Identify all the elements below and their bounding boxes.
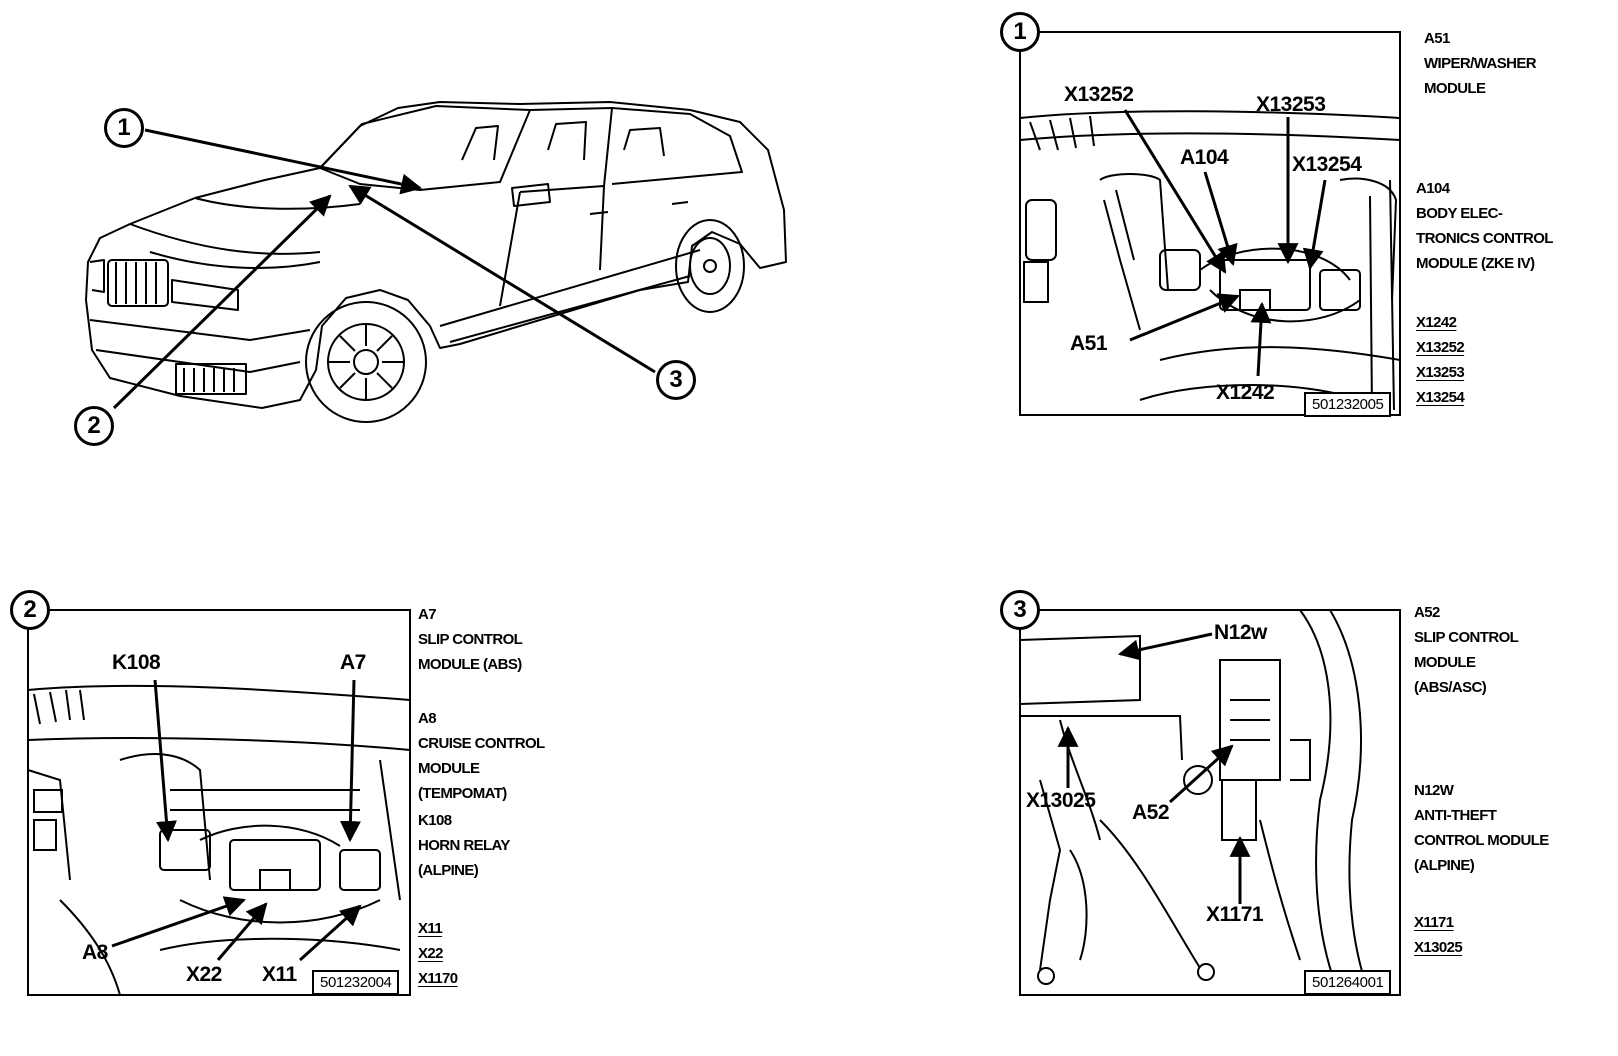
panel3-connector-list: X1171 X13025 [1414, 914, 1463, 956]
panel3-figure-id: 501264001 [1304, 970, 1392, 995]
panel1-callout-a104: A104 [1180, 146, 1229, 169]
panel2-connector-list: X11 X22 X1170 [418, 920, 458, 987]
panel1-figure-id: 501232005 [1304, 392, 1392, 417]
panel1-connector-list: X1242 X13252 X13253 X13254 [1416, 314, 1465, 406]
panel2-leader-lines [111, 679, 362, 962]
panel3-number: 3 [1000, 590, 1040, 630]
panel1-frame [1019, 31, 1401, 416]
overview-marker-3: 3 [656, 360, 696, 400]
panel3-callout-n12w: N12w [1214, 621, 1267, 644]
panel1-number: 1 [1000, 12, 1040, 52]
panel2-callout-x11: X11 [262, 963, 297, 986]
panel1-callout-x13253: X13253 [1256, 93, 1326, 116]
panel2-callout-x22: X22 [186, 963, 222, 986]
panel3-frame [1019, 609, 1401, 996]
panel1-legend-a51: A51 WIPER/WASHER MODULE [1424, 30, 1537, 97]
panel3-leader-lines [1057, 632, 1251, 904]
panel1-callout-a51: A51 [1070, 332, 1108, 355]
panel2-number: 2 [10, 590, 50, 630]
panel2-figure-id: 501232004 [312, 970, 400, 995]
overview-marker-2: 2 [74, 406, 114, 446]
panel3-legend-n12w: N12w ANTI-THEFT CONTROL MODULE (ALPINE) [1414, 782, 1549, 874]
panel3-callout-x1171: X1171 [1206, 903, 1264, 926]
overview-leader-lines [112, 128, 656, 410]
panel2-legend-a7: A7 SLIP CONTROL MODULE (ABS) [418, 606, 523, 673]
panel2-legend-k108: K108 HORN RELAY (ALPINE) [418, 812, 510, 879]
panel2-frame [27, 609, 411, 996]
panel3-callout-a52: A52 [1132, 801, 1170, 824]
panel2-callout-k108: K108 [112, 651, 161, 674]
panel1-callout-x13252: X13252 [1064, 83, 1134, 106]
panel3-callout-x13025: X13025 [1026, 789, 1096, 812]
panel2-legend-a8: A8 CRUISE CONTROL MODULE (TEMPOMAT) [418, 710, 545, 802]
panel2-callout-a8: A8 [82, 941, 108, 964]
panel2-photo [27, 684, 411, 996]
overview-marker-1: 1 [104, 108, 144, 148]
car-illustration [85, 101, 787, 423]
panel1-legend-a104: A104 BODY ELEC- TRONICS CONTROL MODULE (… [1416, 180, 1553, 272]
panel1-leader-lines [1123, 109, 1327, 377]
panel1-callout-x13254: X13254 [1292, 153, 1362, 176]
panel3-legend-a52: A52 SLIP CONTROL MODULE (ABS/ASC) [1414, 604, 1519, 696]
panel1-callout-x1242: X1242 [1216, 381, 1275, 404]
panel2-callout-a7: A7 [340, 651, 366, 674]
